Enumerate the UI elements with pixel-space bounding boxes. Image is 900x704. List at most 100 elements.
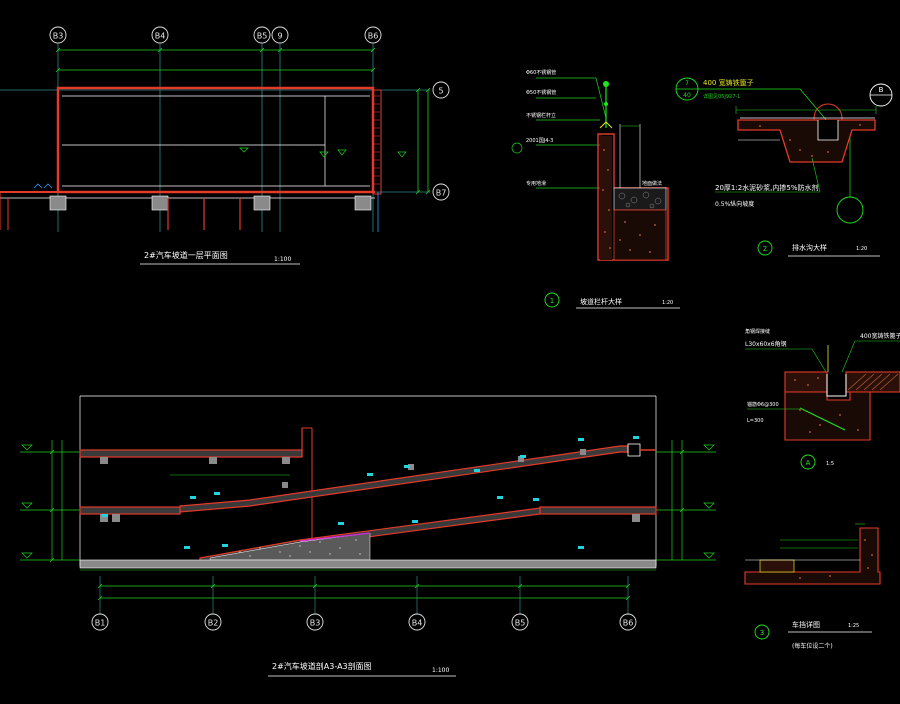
svg-text:B5: B5 [515,619,526,628]
svg-text:3: 3 [760,629,764,637]
railing-title-block: 1 坡道栏杆大样 1:20 [544,292,680,309]
plan-elevation-marks [239,147,407,158]
drain-section-circle [836,196,864,224]
svg-text:B7: B7 [436,189,447,198]
railing-scale: 1:20 [662,300,673,306]
section-title-block: 2#汽车坡道剖A3-A3剖面图 1:100 [268,661,456,677]
plan-walls [56,86,382,195]
stop-subtitle: (每车位设二个) [792,642,833,650]
svg-text:B4: B4 [412,619,423,628]
svg-text:9: 9 [277,32,282,41]
section-right-levels [656,440,716,561]
svg-text:2: 2 [763,245,767,253]
svg-text:7: 7 [685,80,689,87]
railing-label-4: 2001国J4-3 [526,138,553,144]
axis-bubble-b7: B7 [432,183,450,201]
axis-bubble-b5-section: B5 [511,613,529,631]
svg-text:40: 40 [683,92,691,99]
svg-text:B5: B5 [257,32,268,41]
svg-text:A: A [806,459,811,467]
section-dimensions [97,583,631,601]
axis-bubble-b2: B2 [204,613,222,631]
axis-bubble-b1: B1 [91,613,109,631]
drain-title-block: 2 排水沟大样 1:20 [757,240,880,257]
section-axis-lines [99,576,629,614]
drain-note-2: 0.5%纵向坡度 [715,200,754,208]
plan-view: B3 B4 B5 9 B6 5 [0,26,450,265]
svg-text:B3: B3 [53,32,64,41]
detail-drain: 7 40 400 宽铸铁篦子 详图见05J927-1 B [675,77,893,257]
axis-bubble-b5: B5 [253,26,271,44]
plan-scale: 1:100 [274,256,291,263]
drain-grate-label: 400 宽铸铁篦子 [703,78,754,87]
axis-bubble-b3: B3 [49,26,67,44]
drain-scale: 1:20 [856,246,867,252]
railing-detail-number [544,292,560,308]
stop-title: 车挡详图 [792,620,820,629]
railing-label-3: 不锈钢栏杆立 [526,112,556,119]
detail-a-scale: 1:5 [826,461,834,467]
svg-text:5: 5 [438,87,443,96]
railing-title: 坡道栏杆大样 [580,297,622,306]
plan-title: 2#汽车坡道一层平面图 [144,250,228,260]
handrail-pipe [603,81,609,87]
svg-text:B6: B6 [623,619,634,628]
svg-text:B4: B4 [155,32,166,41]
stop-scale: 1:25 [848,623,859,629]
axis-bubble-9: 9 [271,26,289,44]
detail-a-bar: 锚筋Φ6@300 [747,401,779,408]
section-view: B1 B2 B3 B4 B5 B6 [20,395,716,677]
railing-label-1: Φ60不锈钢管 [526,69,556,76]
drain-detail-number [757,240,773,256]
detail-a-section [784,371,900,441]
plan-axis-bubbles-top: B3 B4 B5 9 B6 [49,26,382,44]
section-scale: 1:100 [432,667,449,674]
stop-title-block: 3 车挡详图 1:25 (每车位设二个) [754,620,872,650]
drain-ref-bubble: 7 40 [675,77,699,101]
plan-title-block: 2#汽车坡道一层平面图 1:100 [140,250,300,265]
axis-bubble-b4: B4 [151,26,169,44]
detail-a-grate: 400宽铸铁篦子 [860,332,900,340]
section-frame [79,395,657,566]
section-ground [79,559,657,571]
plan-foundation [0,183,379,232]
railing-label-6: 地面做法 [642,180,662,187]
section-axis-bubbles: B1 B2 B3 B4 B5 B6 [91,613,637,631]
detail-a-bubble [800,454,816,470]
detail-a: 角钢焊接缝 L30x60x6角钢 400宽铸铁篦子 锚筋Φ6@300 [745,328,900,470]
railing-leaders [536,77,668,189]
railing-wall [597,124,669,261]
detail-a-top-note: 角钢焊接缝 [745,328,770,335]
ramp-fill-hatch [209,532,371,561]
drain-title: 排水沟大样 [792,243,827,252]
detail-a-steel: L30x60x6角钢 [745,340,787,348]
section-upper-ramp [170,443,656,513]
detail-a-len: L=300 [747,418,764,424]
drain-section [735,106,877,163]
svg-text:B3: B3 [310,619,321,628]
railing-label-5: 专用地滑 [526,180,546,187]
section-left-levels [20,440,80,563]
svg-text:B1: B1 [95,619,106,628]
plan-ramp-lines [62,95,370,187]
stop-section [744,523,881,585]
stop-detail-number [754,624,770,640]
detail-railing: Φ60不锈钢管 Φ50不锈钢管 不锈钢栏杆立 2001国J4-3 专用地滑 地面… [511,69,680,309]
detail-stop: 3 车挡详图 1:25 (每车位设二个) [744,523,881,650]
drain-std-label: 详图见05J927-1 [703,93,740,100]
section-annotation-tags [102,436,639,549]
svg-text:B2: B2 [208,619,219,628]
plan-axis-bubbles-right: 5 B7 [432,81,450,201]
axis-bubble-b4-section: B4 [408,613,426,631]
svg-text:B6: B6 [368,32,379,41]
section-title: 2#汽车坡道剖A3-A3剖面图 [272,661,372,671]
section-lower-ramp [199,507,541,565]
drain-note-1: 20厚1:2水泥砂浆,内掺5%防水剂 [715,183,819,192]
railing-label-2: Φ50不锈钢管 [526,89,556,96]
railing-ref-bubble [511,142,523,154]
svg-text:B: B [879,86,884,94]
axis-bubble-b3-section: B3 [306,613,324,631]
drain-b-bubble: B [869,83,893,107]
